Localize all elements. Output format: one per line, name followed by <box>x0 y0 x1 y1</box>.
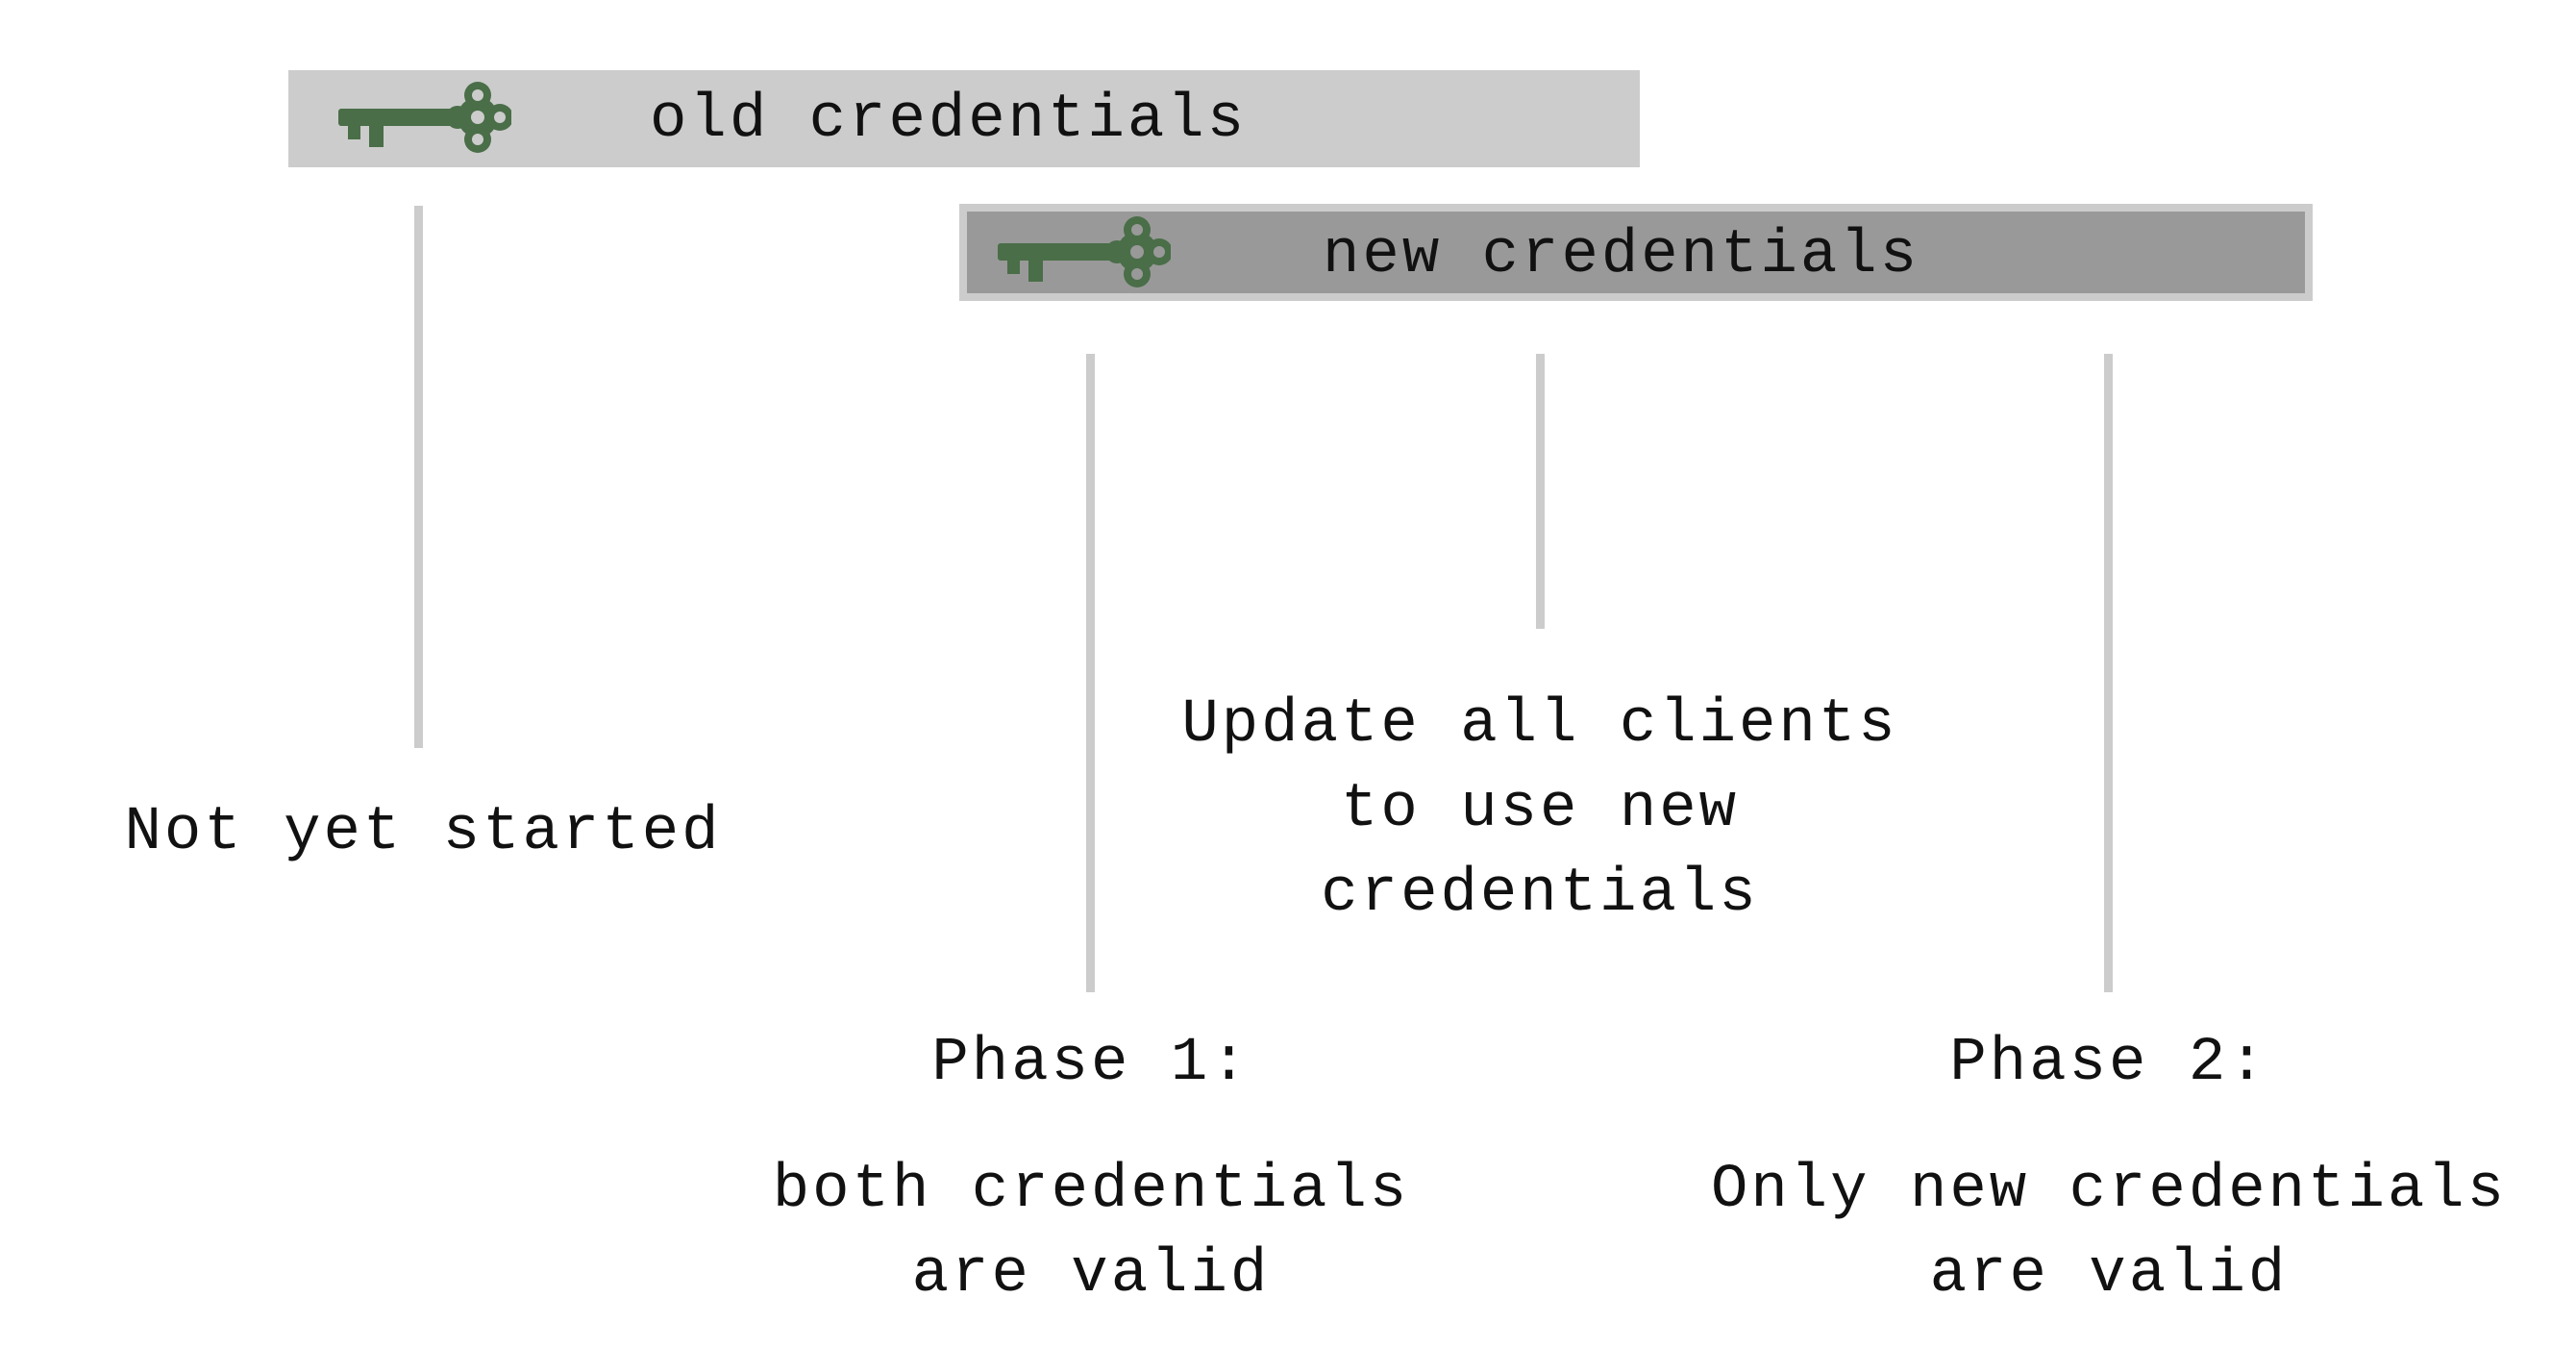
new-credentials-bar: new credentials <box>959 204 2313 301</box>
not-started-label: Not yet started <box>124 798 722 867</box>
phase1-title: Phase 1: <box>931 1029 1251 1098</box>
phase2-description: Only new credentials are valid <box>1710 1156 2508 1310</box>
phase2-marker <box>2104 354 2113 992</box>
key-icon <box>338 82 511 153</box>
not-started-marker <box>414 206 423 748</box>
new-credentials-label: new credentials <box>1323 221 1920 290</box>
key-icon <box>998 216 1171 287</box>
update-clients-label: Update all clients to use new credential… <box>1181 690 1898 929</box>
phase1-description: both credentials are valid <box>772 1156 1410 1310</box>
update-clients-marker <box>1536 354 1545 629</box>
old-credentials-bar: old credentials <box>288 70 1640 167</box>
phase1-marker <box>1086 354 1095 992</box>
phase2-title: Phase 2: <box>1949 1029 2268 1098</box>
old-credentials-label: old credentials <box>650 86 1248 155</box>
